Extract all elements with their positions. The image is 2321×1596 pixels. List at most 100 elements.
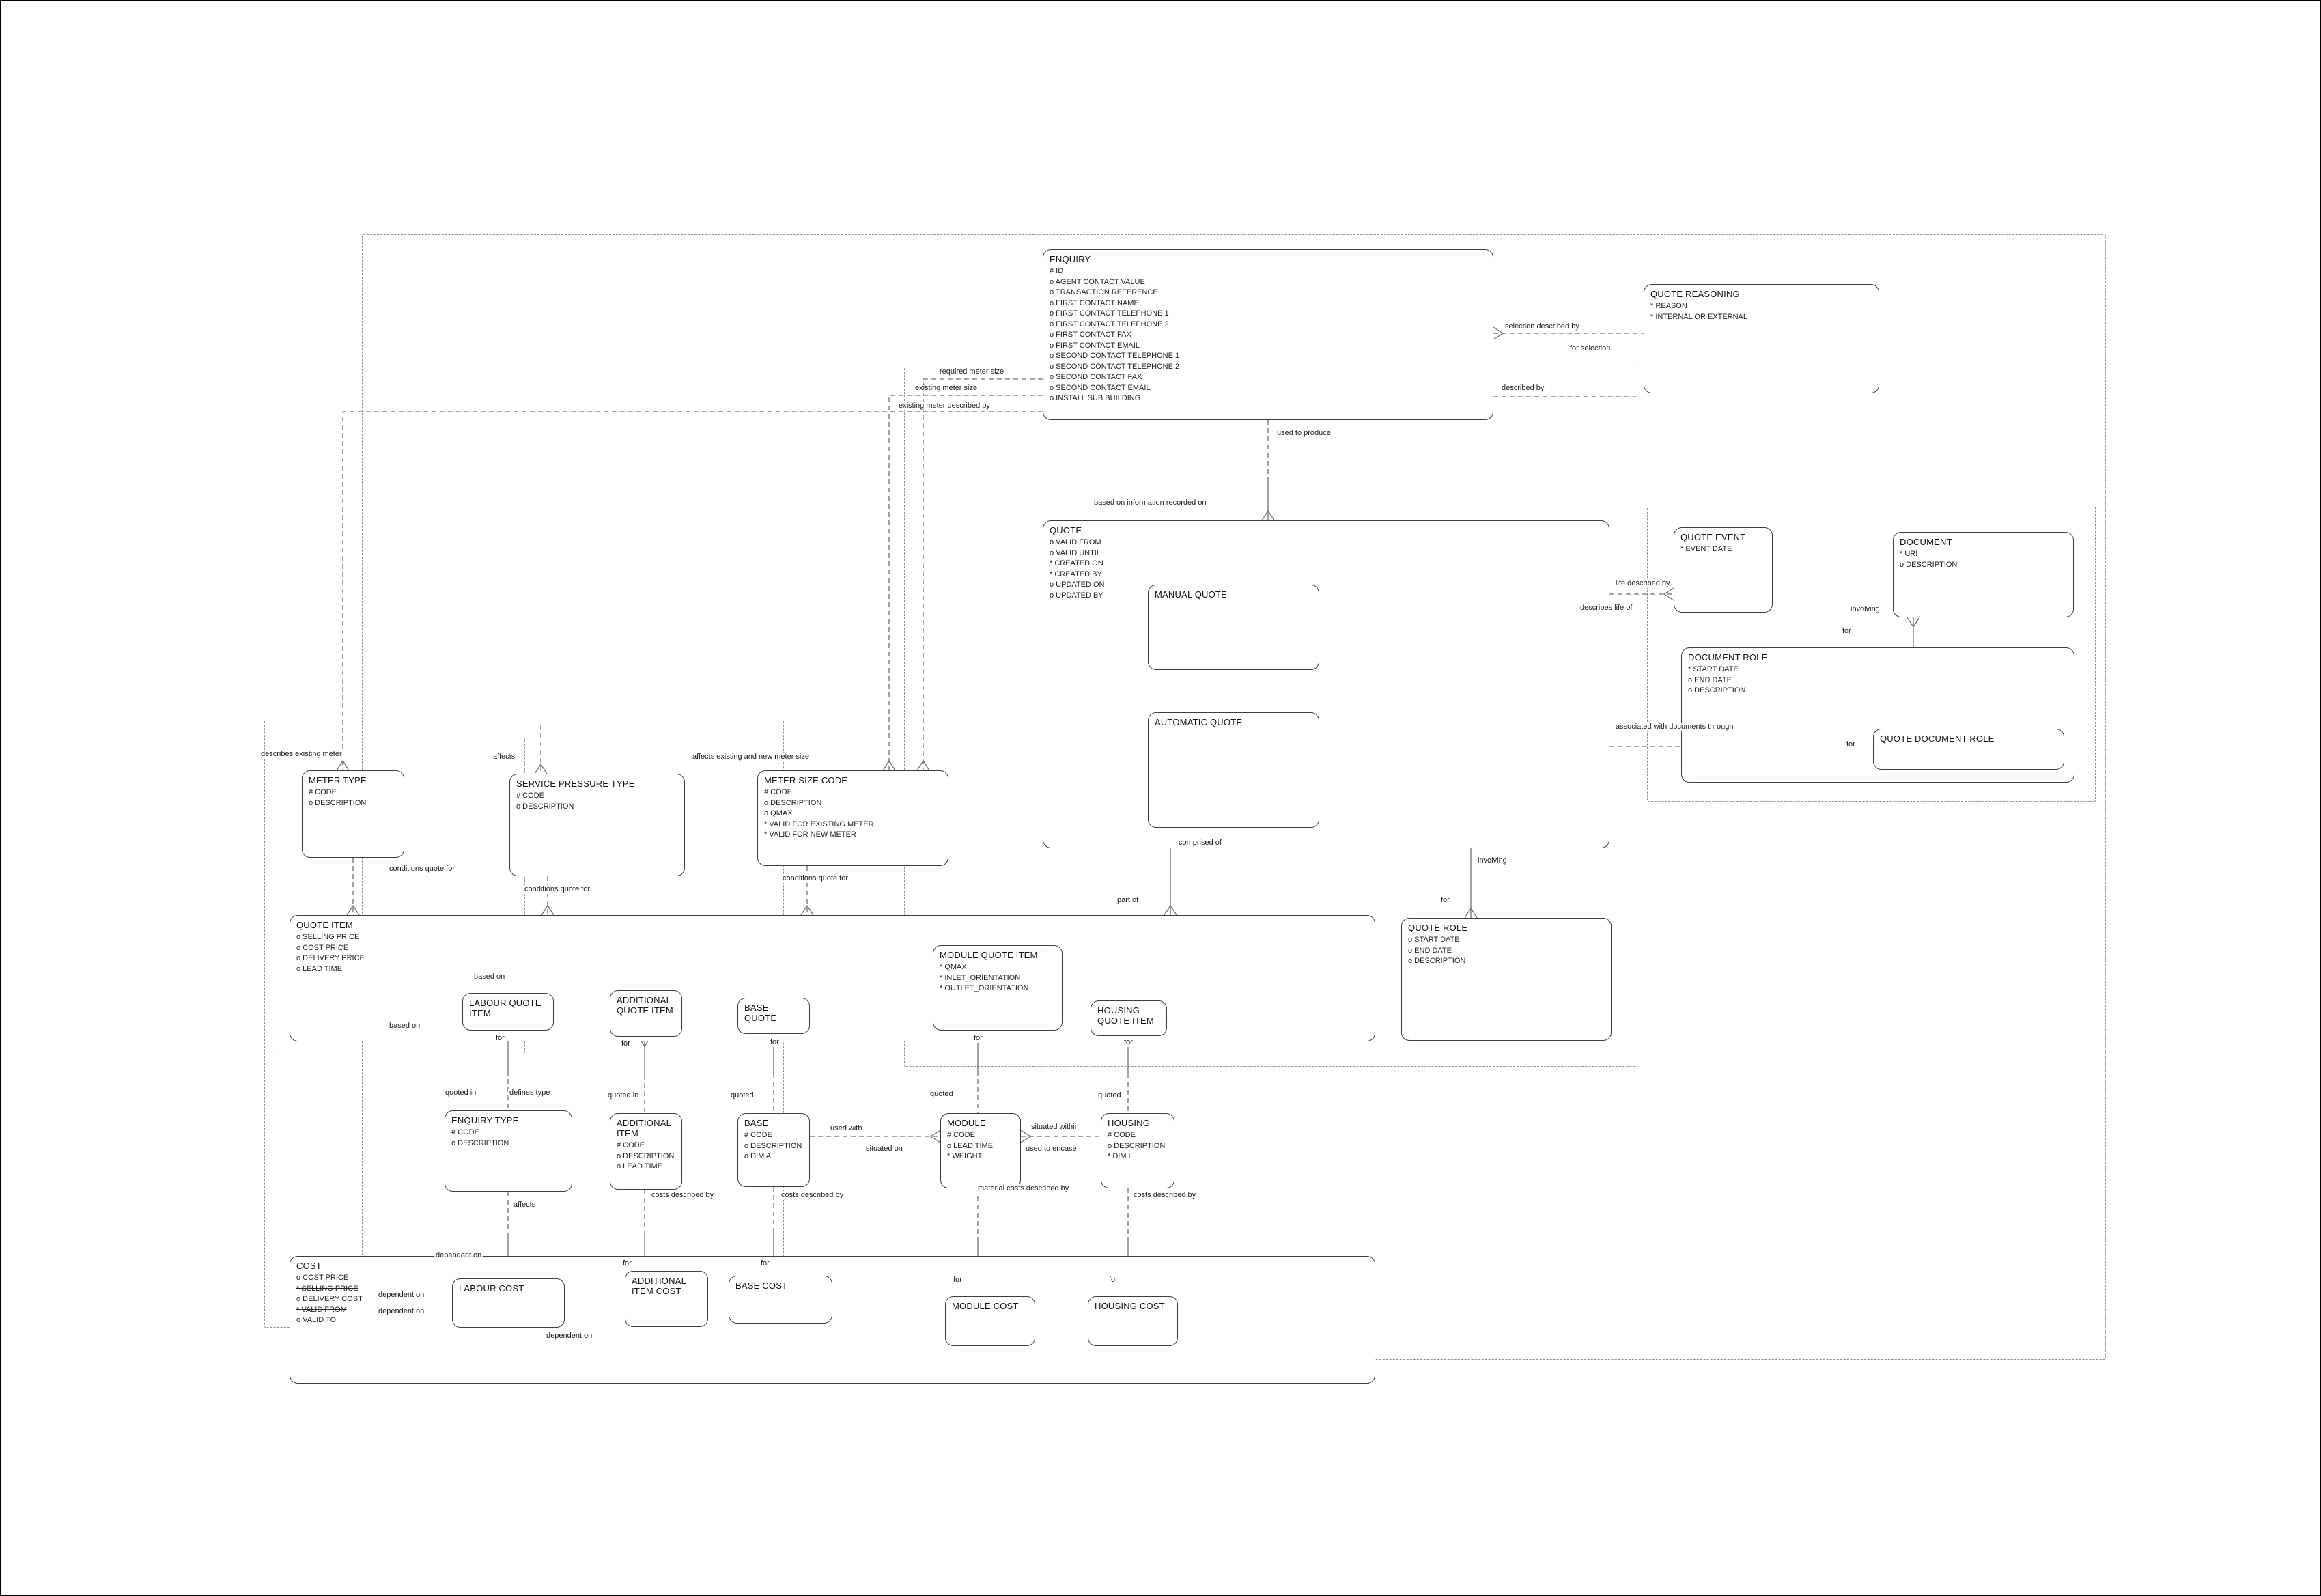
- relationship-label: used to encase: [1024, 1145, 1078, 1153]
- attribute: * INTERNAL OR EXTERNAL: [1650, 312, 1748, 321]
- entity-additional-quote-item[interactable]: ADDITIONAL QUOTE ITEM: [610, 990, 682, 1037]
- entity-module-cost[interactable]: MODULE COST: [945, 1296, 1035, 1346]
- relationship-label: quoted in: [444, 1089, 478, 1097]
- entity-automatic-quote[interactable]: AUTOMATIC QUOTE: [1148, 712, 1319, 828]
- attribute: # CODE: [451, 1128, 479, 1136]
- relationship-label: dependent on: [377, 1291, 426, 1300]
- attribute: o FIRST CONTACT NAME: [1050, 298, 1139, 307]
- relationship-label: for: [1123, 1038, 1134, 1047]
- attribute: o COST PRICE: [296, 1274, 349, 1282]
- attribute: o DESCRIPTION: [744, 1141, 802, 1150]
- relationship-label: situated within: [1030, 1123, 1080, 1132]
- entity-title: LABOUR COST: [459, 1283, 524, 1293]
- relationship-label: for: [952, 1276, 963, 1285]
- attribute: o DESCRIPTION: [1108, 1141, 1166, 1150]
- attribute-list: * REASON* INTERNAL OR EXTERNAL: [1650, 301, 1872, 322]
- attribute: o DESCRIPTION: [1900, 560, 1958, 569]
- attribute: # CODE: [309, 788, 337, 796]
- relationship-label: quoted: [1097, 1091, 1123, 1100]
- entity-additional-item-cost[interactable]: ADDITIONAL ITEM COST: [625, 1271, 708, 1327]
- relationship-label: dependent on: [377, 1307, 426, 1316]
- relationship-label: described by: [1500, 384, 1546, 393]
- relationship-label: required meter size: [938, 367, 1006, 376]
- attribute: # CODE: [1108, 1131, 1136, 1139]
- relationship-label: conditions quote for: [781, 874, 850, 883]
- entity-housing-quote-item[interactable]: HOUSING QUOTE ITEM: [1091, 1000, 1167, 1036]
- attribute: o START DATE: [1408, 936, 1460, 944]
- relationship-label: affects existing and new meter size: [691, 753, 811, 761]
- entity-base-cost[interactable]: BASE COST: [729, 1276, 832, 1324]
- relationship-label: based on: [388, 1022, 422, 1031]
- attribute: o FIRST CONTACT TELEPHONE 1: [1050, 309, 1169, 318]
- relationship-label: affects: [512, 1201, 537, 1209]
- attribute: o FIRST CONTACT FAX: [1050, 331, 1131, 339]
- entity-title: LABOUR QUOTE ITEM: [469, 998, 541, 1018]
- attribute: o DESCRIPTION: [617, 1151, 675, 1160]
- entity-base-quote[interactable]: BASE QUOTE: [737, 998, 810, 1034]
- attribute: o LEAD TIME: [617, 1162, 663, 1171]
- entity-title: HOUSING QUOTE ITEM: [1097, 1005, 1154, 1026]
- relationship-label: based on: [473, 972, 507, 981]
- entity-title: ENQUIRY: [1050, 254, 1091, 264]
- attribute: o DELIVERY COST: [296, 1295, 363, 1303]
- entity-title: QUOTE: [1050, 525, 1082, 535]
- relationship-label: costs described by: [780, 1191, 845, 1200]
- attribute: o FIRST CONTACT TELEPHONE 2: [1050, 320, 1169, 328]
- attribute: * WEIGHT: [947, 1152, 983, 1160]
- entity-quote-event[interactable]: QUOTE EVENT* EVENT DATE: [1674, 527, 1773, 613]
- relationship-label: quoted: [929, 1090, 955, 1099]
- relationship-label: for: [769, 1038, 780, 1047]
- relationship-label: material costs described by: [976, 1184, 1071, 1193]
- entity-labour-quote-item[interactable]: LABOUR QUOTE ITEM: [462, 993, 554, 1031]
- attribute: o SECOND CONTACT TELEPHONE 2: [1050, 362, 1180, 371]
- entity-labour-cost[interactable]: LABOUR COST: [452, 1278, 565, 1328]
- entity-title: METER SIZE CODE: [764, 775, 848, 785]
- relationship-label: for selection: [1569, 344, 1612, 353]
- relationship-label: costs described by: [650, 1191, 716, 1200]
- attribute: o VALID FROM: [1050, 538, 1101, 546]
- entity-quote-reasoning[interactable]: QUOTE REASONING* REASON* INTERNAL OR EXT…: [1644, 284, 1879, 393]
- entity-title: QUOTE DOCUMENT ROLE: [1880, 733, 1995, 744]
- relationship-label: describes existing meter: [259, 750, 343, 759]
- attribute: * INLET_ORIENTATION: [940, 973, 1021, 982]
- entity-housing-cost[interactable]: HOUSING COST: [1088, 1296, 1178, 1346]
- relationship-label: conditions quote for: [523, 885, 592, 894]
- entity-title: METER TYPE: [309, 775, 367, 785]
- entity-title: BASE QUOTE: [744, 1003, 777, 1023]
- attribute: * URI: [1900, 550, 1918, 558]
- entity-title: SERVICE PRESSURE TYPE: [516, 779, 635, 789]
- entity-title: MODULE COST: [952, 1301, 1019, 1311]
- entity-manual-quote[interactable]: MANUAL QUOTE: [1148, 585, 1319, 670]
- attribute: o AGENT CONTACT VALUE: [1050, 277, 1145, 286]
- entity-quote-document-role[interactable]: QUOTE DOCUMENT ROLE: [1873, 729, 2064, 770]
- attribute: * START DATE: [1688, 665, 1739, 673]
- attribute: * CREATED BY: [1050, 570, 1102, 578]
- relationship-label: for: [1108, 1276, 1119, 1285]
- attribute: o LEAD TIME: [947, 1141, 994, 1150]
- attribute: o DIM A: [744, 1152, 772, 1160]
- entity-title: QUOTE ITEM: [296, 920, 353, 930]
- relationship-label: involving: [1849, 605, 1881, 614]
- relationship-label: used to produce: [1276, 429, 1332, 438]
- entity-module-quote-item[interactable]: MODULE QUOTE ITEM* QMAX* INLET_ORIENTATI…: [933, 945, 1063, 1031]
